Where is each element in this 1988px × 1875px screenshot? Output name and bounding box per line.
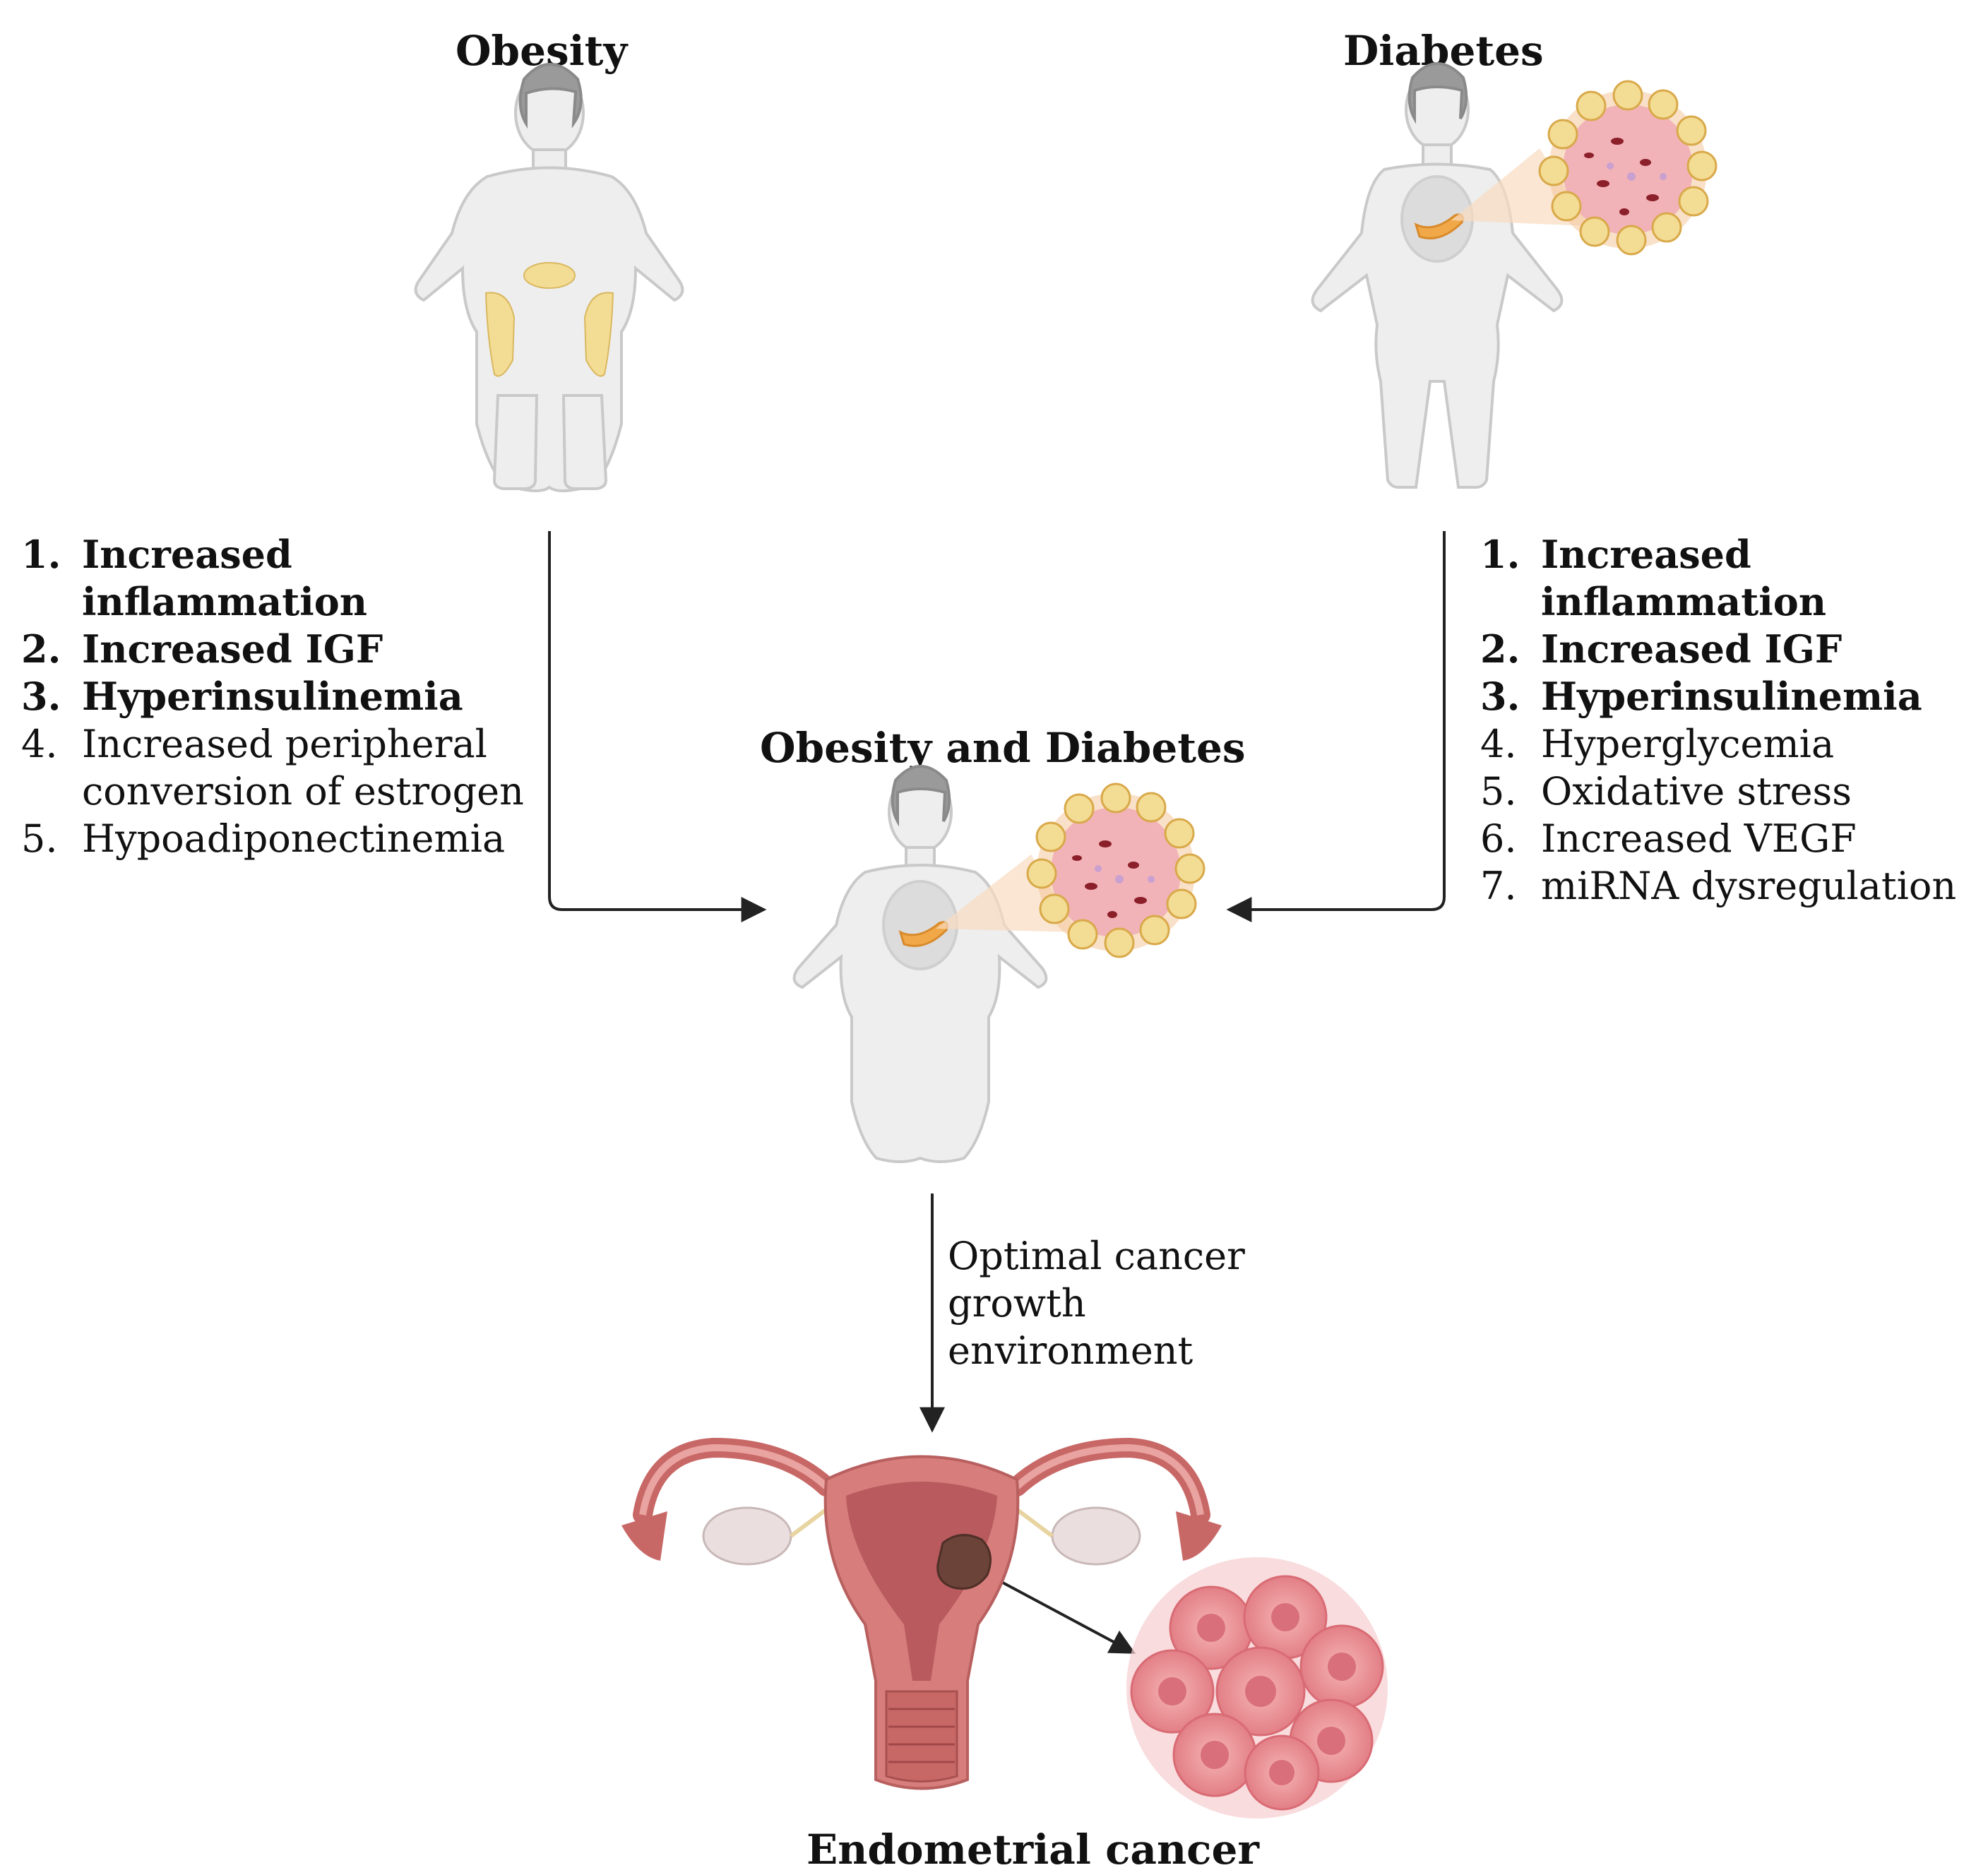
diabetes-factor-item: 3. Hyperinsulinemia	[1480, 673, 1988, 720]
diabetes-factor-text: Hyperinsulinemia	[1541, 674, 1922, 719]
diabetes-tissue-zoom	[1451, 80, 1718, 256]
obesity-arrow	[548, 531, 767, 922]
diabetes-factor-item: 2. Increased IGF	[1480, 626, 1988, 673]
diabetes-factor-number: 7.	[1480, 864, 1517, 908]
diabetes-factor-number: 6.	[1480, 816, 1517, 861]
obesity-fat-deposits	[484, 262, 614, 377]
obesity-factor-item: 1. Increased inflammation	[21, 531, 544, 626]
diabetes-factor-text: Hyperglycemia	[1541, 722, 1835, 766]
diabetes-factor-item: 1. Increased inflammation	[1480, 531, 1988, 626]
obesity-factor-text: Increased inflammation	[82, 532, 368, 624]
obesity-factor-number: 3.	[21, 674, 61, 719]
uterus-illustration	[621, 1437, 1222, 1790]
diabetes-factor-number: 1.	[1480, 532, 1520, 577]
diabetes-factor-item: 5. Oxidative stress	[1480, 768, 1988, 815]
diabetes-factor-text: Increased VEGF	[1541, 816, 1857, 861]
diabetes-factor-text: miRNA dysregulation	[1541, 864, 1957, 908]
obesity-figure	[414, 63, 684, 492]
obesity-factor-number: 4.	[21, 722, 58, 766]
obesity-factor-number: 2.	[21, 626, 61, 672]
diabetes-figure	[1311, 62, 1564, 489]
diabetes-factor-number: 5.	[1480, 769, 1517, 814]
obesity-factor-item: 4. Increased peripheral conversion of est…	[21, 720, 544, 815]
diabetes-factor-number: 3.	[1480, 674, 1520, 719]
obesity-factor-item: 3. Hyperinsulinemia	[21, 673, 544, 720]
outcome-title: Endometrial cancer	[806, 1826, 1259, 1874]
obesity-factor-text: Hypoadiponectinemia	[82, 816, 506, 861]
obesity-factor-text: Increased IGF	[82, 626, 383, 672]
diabetes-factor-item: 6. Increased VEGF	[1480, 815, 1988, 862]
diabetes-factor-text: Increased inflammation	[1541, 532, 1827, 624]
combined-title: Obesity and Diabetes	[760, 724, 1246, 772]
combined-tissue-zoom	[936, 782, 1206, 958]
obesity-factor-number: 5.	[21, 816, 58, 861]
diabetes-factor-number: 4.	[1480, 722, 1517, 766]
obesity-factor-text: Increased peripheral conversion of estro…	[82, 722, 524, 814]
obesity-factor-text: Hyperinsulinemia	[82, 674, 463, 719]
cancer-cell-cluster	[1126, 1557, 1388, 1819]
obesity-factor-item: 5. Hypoadiponectinemia	[21, 815, 544, 862]
diabetes-factor-text: Increased IGF	[1541, 626, 1843, 672]
diabetes-factor-item: 4. Hyperglycemia	[1480, 720, 1988, 768]
tumor	[936, 1534, 992, 1590]
diabetes-factor-item: 7. miRNA dysregulation	[1480, 862, 1988, 910]
combined-figure	[792, 765, 1048, 1163]
arrow-note: Optimal cancer growth environment	[948, 1234, 1245, 1373]
obesity-factor-number: 1.	[21, 532, 61, 577]
diabetes-factor-number: 2.	[1480, 626, 1520, 672]
obesity-factor-item: 2. Increased IGF	[21, 626, 544, 673]
diabetes-factor-text: Oxidative stress	[1541, 769, 1852, 814]
diabetes-arrow	[1226, 531, 1446, 922]
tumor-arrow	[981, 1570, 1136, 1654]
